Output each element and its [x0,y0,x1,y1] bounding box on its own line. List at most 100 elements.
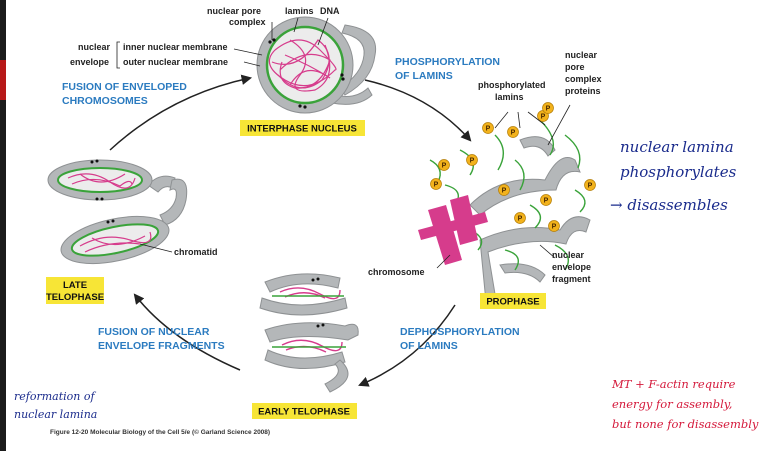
dna-tangle [268,39,337,92]
early-fragment-4 [264,349,346,369]
arrow-to-interphase [109,74,253,151]
leader-phos-lamins-2 [517,111,521,129]
label-npc-proteins-3: complex [565,74,602,84]
label-npc-proteins-1: nuclear [565,50,598,60]
er-membrane-bottom [331,87,373,105]
leader-phos-lamins-3 [527,111,546,126]
stage-interphase: INTERPHASE NUCLEUS [247,124,357,135]
phosphate-circle [466,154,478,166]
prophase-fragment-low [499,263,546,283]
stage-box-interphase [240,120,365,136]
early-pores [311,277,325,328]
phosphate-circle [438,159,450,171]
phosphate-label: P [544,198,549,205]
phosphate-label: P [434,182,439,189]
process-dephosphorylation-1: DEPHOSPHORYLATION [400,326,520,338]
phosphate-label: P [511,130,516,137]
phosphate-label: P [502,188,507,195]
label-env-fragment-2: envelope [552,262,591,272]
label-npc-proteins-2: pore [565,62,585,72]
label-outer-membrane: outer nuclear membrane [123,57,228,67]
phosphate-label: P [546,106,551,113]
stage-box-prophase [480,293,546,309]
phosphate-circle [482,122,494,134]
phosphate-circle [584,179,596,191]
stage-early-telophase: EARLY TELOPHASE [258,407,350,418]
early-fragment-1 [264,273,341,293]
prophase-fragment-top [469,157,581,216]
arrow-to-early-telophase [358,304,456,387]
arrow-to-late-telophase [133,293,241,371]
leader-npc-proteins [547,104,571,146]
interphase-nucleus [256,16,377,114]
label-envelope: envelope [70,57,109,67]
leader-inner-membrane [233,48,263,56]
stage-late-telophase-2: TELOPHASE [46,292,104,303]
phosphate-label: P [541,114,546,121]
leader-phos-lamins-1 [494,111,509,129]
stage-prophase: PROPHASE [486,297,539,308]
leader-dna [317,17,329,46]
label-npc-proteins-4: proteins [565,86,601,96]
label-nuclear-pore-complex-1: nuclear pore [207,6,261,16]
early-lamins [272,295,346,348]
process-fusion-chromosomes-1: FUSION OF ENVELOPED [62,81,187,93]
nuclear-pores [268,38,345,109]
phosphate-label: P [588,183,593,190]
note-navy-1: reformation of [14,390,96,403]
envelope-bracket [116,41,120,69]
early-telophase-cell [259,273,359,393]
label-phosphorylated-1: phosphorylated [478,80,546,90]
early-fragment-3 [264,322,359,343]
prophase-cell [418,119,591,303]
leader-env-fragment [539,244,556,259]
phosphate-circle [548,220,560,232]
label-phosphorylated-2: lamins [495,92,524,102]
early-chromatin-bottom [281,339,343,353]
note-blue-3: → disassembles [610,196,728,214]
phosphate-circle [498,184,510,196]
note-blue-2: phosphorylates [620,163,737,181]
arrow-to-prophase [364,79,472,142]
phosphate-label: P [486,126,491,133]
late-telophase-cell [47,159,188,265]
phosphate-label: P [518,216,523,223]
note-navy-2: nuclear lamina [14,408,97,421]
figure-caption: Figure 12-20 Molecular Biology of the Ce… [50,428,270,436]
late-er-link [159,178,188,226]
late-chromatin-top [67,173,136,189]
stage-late-telophase-1: LATE [63,280,87,291]
label-chromatid: chromatid [174,247,218,257]
note-blue-1: nuclear lamina [620,138,734,156]
late-chromatin-bottom [79,231,152,253]
process-fusion-fragments-2: ENVELOPE FRAGMENTS [98,340,225,352]
early-fragment-2 [259,297,348,316]
label-nuclear: nuclear [78,42,111,52]
leader-chromosome [436,254,451,269]
phosphate-circle [542,102,554,114]
late-pores [90,159,115,224]
early-chromatin-top [279,287,341,300]
phosphate-circle [540,194,552,206]
phosphate-label: P [470,158,475,165]
label-nuclear-pore-complex-2: complex [229,17,266,27]
left-edge-red-accent [0,60,6,100]
label-lamins: lamins [285,6,314,16]
note-red-1: MT + F-actin require [611,377,736,391]
phosphate-label: P [442,163,447,170]
label-env-fragment-3: fragment [552,274,591,284]
phosphate-label: P [552,224,557,231]
stage-box-late-telophase [46,277,104,304]
leader-chromatid [139,243,173,253]
early-fragment-tail [324,359,349,393]
chromosome-cross [418,212,488,240]
process-fusion-fragments-1: FUSION OF NUCLEAR [98,326,210,338]
process-phosphorylation-1: PHOSPHORYLATION [395,56,500,68]
note-red-3: but none for disassembly [612,417,759,431]
process-phosphorylation-2: OF LAMINS [395,70,453,82]
phosphate-circle [514,212,526,224]
process-dephosphorylation-2: OF LAMINS [400,340,458,352]
process-fusion-chromosomes-2: CHROMOSOMES [62,95,148,107]
